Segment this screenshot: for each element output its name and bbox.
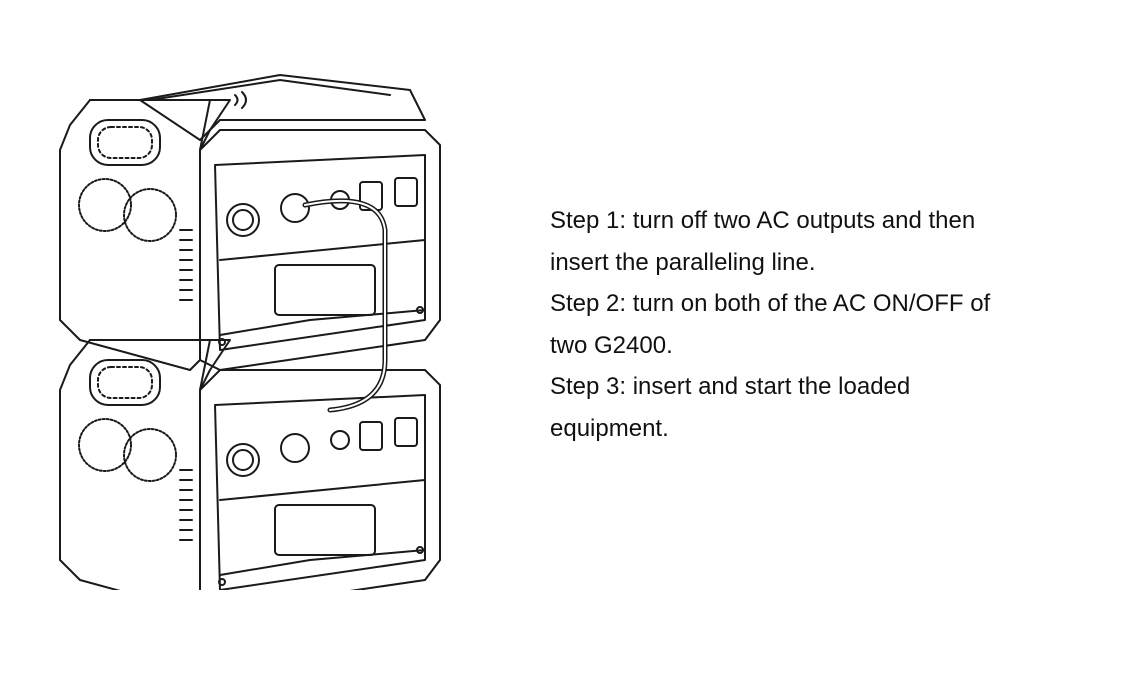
step-3-line-2: equipment. xyxy=(550,414,669,442)
instruction-steps: Step 1: turn off two AC outputs and then… xyxy=(550,200,1110,450)
wireless-charging-icon xyxy=(234,91,247,109)
step-2-line-2: two G2400. xyxy=(550,331,673,359)
paralleling-cable xyxy=(302,198,388,413)
top-lid xyxy=(139,74,426,141)
step-3-line-1: Step 3: insert and start the loaded xyxy=(550,373,911,401)
step-1-line-1: Step 1: turn off two AC outputs and then xyxy=(550,207,976,234)
step-1-line-2: insert the paralleling line. xyxy=(550,248,816,276)
stacked-power-stations-illustration xyxy=(59,74,441,590)
step-2-line-1: Step 2: turn on both of the AC ON/OFF of xyxy=(550,290,991,318)
